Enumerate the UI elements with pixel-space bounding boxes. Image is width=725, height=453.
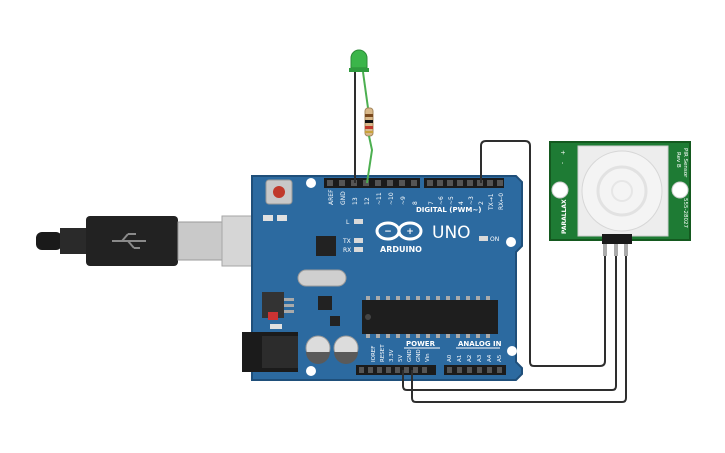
- smd-component: [263, 215, 273, 221]
- svg-text:−: −: [384, 227, 392, 237]
- pin-label-gnd-1: GND: [407, 349, 413, 362]
- pin-label-a3: A3: [477, 354, 483, 362]
- pir-lens-ring: [596, 165, 648, 217]
- resistor[interactable]: [364, 107, 374, 137]
- smd-component: [268, 312, 278, 320]
- wire-resistor-pin13[interactable]: [366, 135, 374, 184]
- capacitor: [333, 335, 359, 364]
- pin-label-7: 7: [428, 201, 435, 205]
- on-led: [479, 236, 488, 241]
- tx-led: [354, 238, 363, 243]
- pin-label-3v3: 3.3V: [389, 349, 395, 362]
- arduino-logo: − +: [375, 221, 423, 241]
- usb-cable-end: [36, 232, 62, 250]
- l-led-label: L: [346, 219, 350, 226]
- l-led: [354, 219, 363, 224]
- led-body: [350, 49, 368, 69]
- rx-led: [354, 247, 363, 252]
- wire-gnd-pir-gnd[interactable]: [411, 256, 627, 403]
- pin-label-9: ~9: [400, 196, 407, 205]
- small-chip: [318, 296, 332, 310]
- pir-pins: [603, 244, 628, 256]
- usb-icon: [112, 233, 146, 249]
- pin-label-4: 4: [458, 201, 465, 205]
- pin-label-11: ~11: [376, 192, 383, 205]
- arduino-uno-board[interactable]: AREF GND 13 12 ~11 ~10 ~9 8 7 ~6 ~5 4 ~3…: [242, 175, 523, 381]
- capacitor: [305, 335, 331, 364]
- led-rim: [349, 68, 369, 72]
- on-label: ON: [490, 236, 499, 243]
- wire-5v-pir-vcc[interactable]: [402, 256, 617, 391]
- pin-label-aref: AREF: [328, 189, 335, 205]
- digital-header-left[interactable]: [324, 178, 420, 188]
- pir-brand-label: PARALLAX: [561, 199, 568, 234]
- pin-label-5: ~5: [448, 196, 455, 205]
- wire-pin2-pir-out[interactable]: [480, 140, 606, 367]
- pir-mounting-hole: [671, 181, 689, 199]
- arduino-brand: ARDUINO: [380, 245, 422, 254]
- smd-component: [270, 324, 282, 329]
- pir-fresnel-lens: [581, 150, 663, 232]
- mounting-hole: [507, 346, 517, 356]
- pir-pin-mark-plus: +: [559, 150, 566, 155]
- pin-label-gnd-2: GND: [416, 349, 422, 362]
- pir-mounting-hole: [551, 181, 569, 199]
- small-chip: [330, 316, 340, 326]
- svg-text:+: +: [406, 227, 414, 237]
- atmega-chip: [362, 296, 498, 338]
- led[interactable]: [349, 49, 369, 72]
- pin-label-rx: RX←0: [498, 193, 505, 210]
- mounting-hole: [306, 366, 316, 376]
- pin-label-6: ~6: [438, 196, 445, 205]
- pin-label-a2: A2: [467, 355, 473, 362]
- pir-lens-center: [611, 180, 633, 202]
- pin-label-5v: 5V: [398, 355, 404, 362]
- pin-label-a4: A4: [487, 354, 493, 362]
- pin-label-13: 13: [352, 197, 359, 205]
- reset-button-cap[interactable]: [273, 186, 285, 198]
- pir-label-2: Rev B: [675, 152, 681, 168]
- pin-label-a0: A0: [447, 354, 453, 362]
- usb-cable[interactable]: [36, 215, 269, 267]
- crystal-oscillator: [297, 269, 347, 287]
- power-header[interactable]: [356, 365, 436, 375]
- power-jack[interactable]: [242, 332, 298, 372]
- pir-pin-header: [602, 234, 632, 244]
- usb-strain-relief: [60, 228, 86, 254]
- mounting-hole: [506, 237, 516, 247]
- mounting-hole: [306, 178, 316, 188]
- pir-label-1: PIR Sensor: [682, 148, 688, 178]
- pin-label-reset: RESET: [380, 344, 386, 362]
- pin-label-10: ~10: [388, 192, 395, 205]
- pin-label-tx: TX→1: [488, 193, 495, 211]
- pir-sensor[interactable]: PARALLAX PIR Sensor Rev B 555-28027 + -: [549, 141, 691, 256]
- wire-led-anode[interactable]: [362, 71, 369, 109]
- pin-label-12: 12: [364, 197, 371, 205]
- power-label: POWER: [406, 340, 436, 348]
- pir-pin-mark-minus: -: [559, 162, 566, 164]
- tx-led-label: TX: [342, 238, 351, 245]
- pin-label-8: 8: [412, 201, 419, 205]
- pir-label-3: 555-28027: [682, 198, 688, 228]
- pin-label-vin: Vin: [425, 353, 431, 362]
- usb-plug-metal: [177, 221, 223, 261]
- analog-header[interactable]: [444, 365, 506, 375]
- digital-label: DIGITAL (PWM~): [416, 206, 481, 214]
- pin-label-3: ~3: [468, 196, 475, 205]
- voltage-regulator: [262, 292, 294, 318]
- pin-label-ioref: IOREF: [371, 346, 377, 362]
- board-model: UNO: [432, 223, 471, 243]
- pin-label-a1: A1: [457, 355, 463, 362]
- analog-label: ANALOG IN: [458, 340, 502, 348]
- pin-label-a5: A5: [497, 354, 503, 362]
- usb-chip: [316, 236, 336, 256]
- rx-led-label: RX: [343, 247, 351, 254]
- pin-label-gnd: GND: [340, 191, 347, 205]
- smd-component: [277, 215, 287, 221]
- pin-label-2: 2: [478, 201, 485, 205]
- digital-header-right[interactable]: [424, 178, 504, 188]
